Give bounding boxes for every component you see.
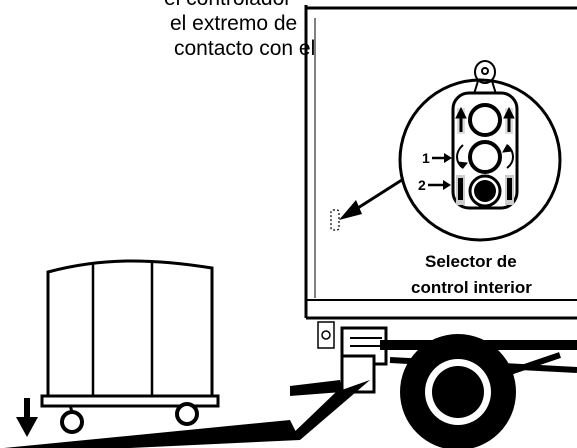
callout-markers: 1 2 [418, 150, 452, 193]
callout-label-line-1: Selector de [425, 252, 517, 271]
side-symbols [455, 106, 515, 205]
arrow-right-icon [444, 153, 452, 163]
marker-2: 2 [418, 177, 426, 193]
instruction-text-line-3: contacto con el [174, 37, 316, 60]
marker-1: 1 [422, 150, 430, 166]
instruction-text-line-2: el extremo de [170, 12, 298, 35]
button-top [468, 103, 502, 137]
down-arrow-icon [16, 398, 38, 437]
callout-label-line-2: control interior [411, 278, 532, 297]
truck-body [304, 5, 577, 320]
truck-wheel [400, 334, 516, 448]
controller-buttons [468, 103, 502, 208]
interior-control-location [330, 209, 340, 231]
instruction-text-line-1: el controlador [164, 0, 291, 11]
cart-wheel [175, 402, 199, 426]
cart-wheel [60, 410, 84, 434]
button-middle [468, 140, 502, 174]
callout-arrow [339, 176, 406, 220]
liftgate-platform [4, 420, 300, 448]
cart [40, 259, 220, 434]
arrow-right-icon [443, 180, 451, 190]
